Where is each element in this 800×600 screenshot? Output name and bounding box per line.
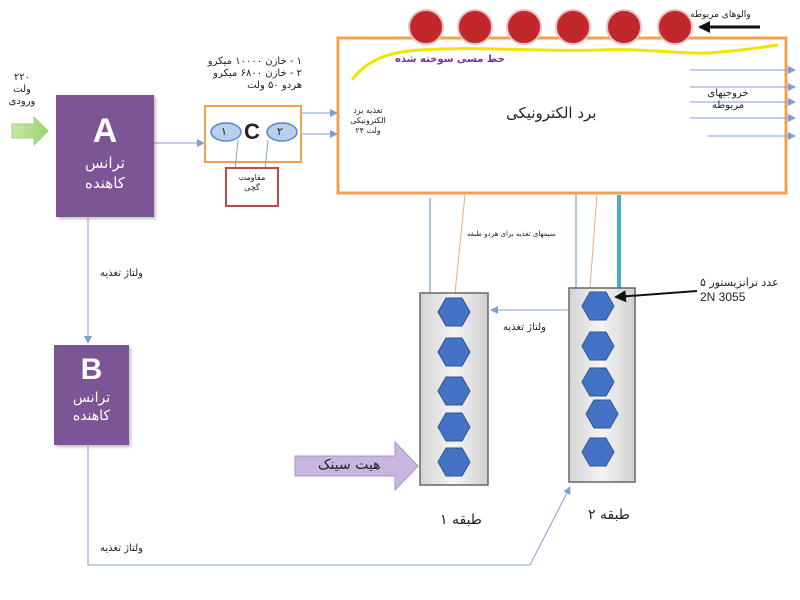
electronic-board xyxy=(336,36,788,195)
transistor-s1-1 xyxy=(437,297,471,327)
valves-label: والوهای مربوطه xyxy=(690,10,751,20)
heatsink-label: هیت سینک xyxy=(318,457,381,473)
capacitor-1 xyxy=(210,122,242,142)
supply-wire-2 xyxy=(454,194,466,294)
input-label-line1: ۲۲۰ xyxy=(13,72,31,83)
resistor-wire-1 xyxy=(234,139,239,171)
cap-box-letter: C xyxy=(244,119,260,144)
voltage-label-a-to-b: ولتاژ تغذیه xyxy=(100,268,143,279)
capacitor-2-label: ۲ xyxy=(277,125,283,138)
capacitor-description: ۱ - خازن ۱۰۰۰۰ میکرو ۲ - خازن ۶۸۰۰ میکرو… xyxy=(190,56,302,92)
transistor-s2-5 xyxy=(581,437,615,467)
transformer-a-line2: کاهنده xyxy=(85,174,125,192)
valve-5 xyxy=(606,9,642,45)
board-supply-label: تغذیه برد الکترونیکی ۲۴ ولت xyxy=(340,106,396,136)
transistor-label: ۵ عدد ترانزیستور 2N 3055 xyxy=(700,275,779,305)
input-label-line3: ورودی xyxy=(8,96,36,107)
outputs-label-line2: مربوطه xyxy=(711,100,745,111)
supply-wires-label: سیمهای تغذیه برای هردو طبقه xyxy=(467,230,556,238)
resistor-wire-2 xyxy=(264,139,269,171)
transistor-s1-3 xyxy=(437,376,471,406)
transformer-a: A ترانس کاهنده xyxy=(56,95,154,217)
capacitor-description-line2: ۲ - خازن ۶۸۰۰ میکرو xyxy=(213,68,302,79)
valve-1 xyxy=(408,9,444,45)
transformer-a-line1: ترانس xyxy=(85,154,125,172)
transistor-s1-4 xyxy=(437,412,471,442)
outputs-label-line1: خروجیهای xyxy=(707,88,749,99)
valve-3 xyxy=(506,9,542,45)
transistor-s1-5 xyxy=(437,447,471,477)
transformer-b-letter: B xyxy=(80,353,103,386)
capacitor-2 xyxy=(266,122,298,142)
transformer-a-letter: A xyxy=(92,112,118,150)
burnt-copper-line xyxy=(350,43,779,81)
transistor-s2-1 xyxy=(581,291,615,321)
transistor-s1-2 xyxy=(437,337,471,367)
supply-wire-4 xyxy=(589,194,598,289)
transistor-s2-3 xyxy=(581,367,615,397)
resistor-box xyxy=(225,167,279,207)
transistor-pointer-arrow xyxy=(614,290,698,303)
burnt-line-label: خط مسی سوخته شده xyxy=(395,54,505,65)
valve-6 xyxy=(657,9,693,45)
valve-4 xyxy=(555,9,591,45)
board-supply-line1: تغذیه برد xyxy=(353,106,383,115)
heatsink-arrow xyxy=(294,440,419,492)
transformer-b-line1: ترانس xyxy=(72,390,111,406)
board-supply-line2: الکترونیکی xyxy=(350,116,386,125)
board-title: برد الکترونیکی xyxy=(506,104,597,122)
resistor-label-line2: گچی xyxy=(244,183,260,192)
transistor-s2-2 xyxy=(581,331,615,361)
transistor-label-line1: ۵ عدد ترانزیستور xyxy=(700,276,779,289)
valve-2 xyxy=(457,9,493,45)
arrow-b-to-stage2 xyxy=(87,446,571,566)
transistor-s2-4 xyxy=(585,399,619,429)
capacitor-1-label: ۱ xyxy=(221,125,227,138)
transformer-b: B ترانس کاهنده xyxy=(54,345,129,445)
voltage-label-stage-link: ولتاژ تغذیه xyxy=(503,322,546,333)
capacitor-description-line3: هردو ۵۰ ولت xyxy=(247,80,302,91)
resistor-label-line1: مقاومت xyxy=(238,173,266,182)
transformer-b-line2: کاهنده xyxy=(72,408,111,424)
stage1-label: طبقه ۱ xyxy=(440,512,482,528)
stage2-label: طبقه ۲ xyxy=(588,507,630,523)
voltage-label-bottom: ولتاژ تغذیه xyxy=(100,543,143,554)
outputs-label: خروجیهای مربوطه xyxy=(698,88,758,112)
board-supply-line3: ۲۴ ولت xyxy=(355,126,381,135)
input-arrow xyxy=(11,115,49,147)
transistor-label-line2: 2N 3055 xyxy=(700,290,746,304)
input-label: ۲۲۰ ولت ورودی xyxy=(4,72,40,108)
input-label-line2: ولت xyxy=(13,84,31,95)
capacitor-description-line1: ۱ - خازن ۱۰۰۰۰ میکرو xyxy=(207,56,302,67)
resistor-label: مقاومت گچی xyxy=(226,173,278,193)
